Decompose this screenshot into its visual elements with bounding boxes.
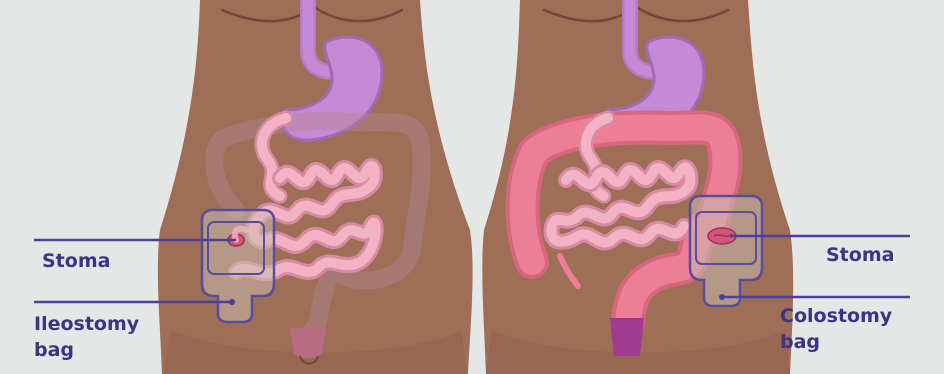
left-rectum <box>290 328 326 359</box>
right-rectum <box>610 318 644 356</box>
right-stoma-label: Stoma <box>826 242 894 268</box>
colostomy-bag-label-line2: bag <box>780 329 892 355</box>
left-stoma-label: Stoma <box>42 248 110 274</box>
ileostomy-bag-label: Ileostomy bag <box>34 311 139 363</box>
ileostomy-bag-label-line1: Ileostomy <box>34 311 139 337</box>
ileostomy-bag-label-line2: bag <box>34 337 139 363</box>
colostomy-bag-label: Colostomy bag <box>780 303 892 355</box>
colostomy-bag-label-line1: Colostomy <box>780 303 892 329</box>
